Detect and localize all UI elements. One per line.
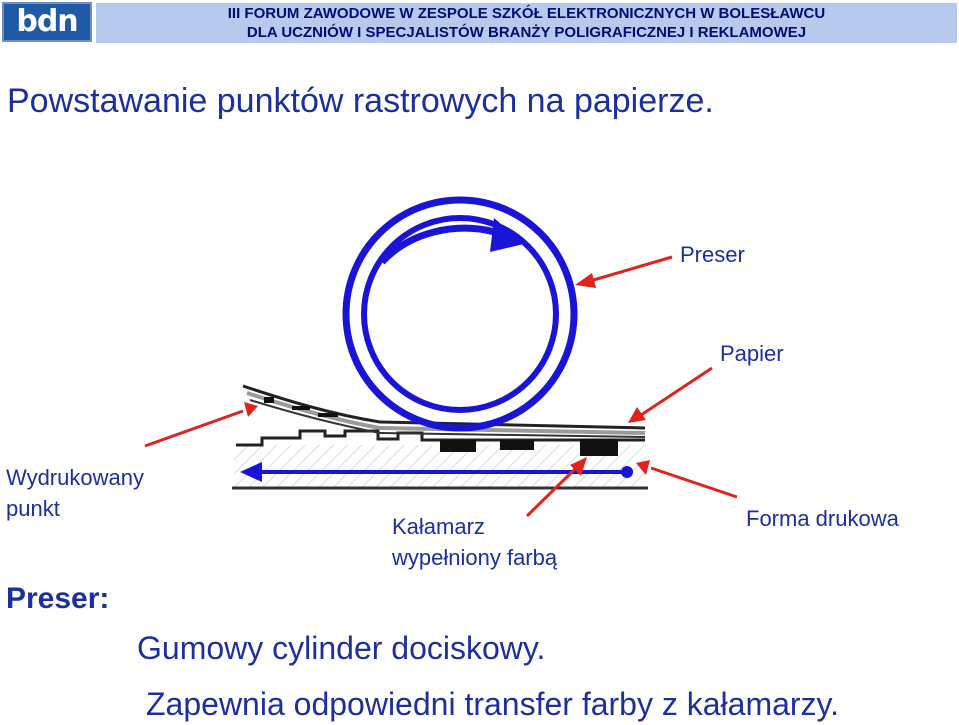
description-line-1: Gumowy cylinder dociskowy. <box>137 630 546 666</box>
cylinder-inner-ring <box>361 215 559 413</box>
inkwell-arrowhead <box>240 462 262 482</box>
inkwell-channel <box>240 462 633 482</box>
ink-cell <box>580 439 618 456</box>
pointer-arrows <box>144 255 738 518</box>
printing-form <box>232 429 648 490</box>
arrow-printed-dot <box>144 402 258 448</box>
label-inkwell-line-1: Kałamarz <box>392 514 485 539</box>
paper-bottom-edge <box>249 399 646 438</box>
rotation-arrow-icon <box>490 218 524 252</box>
description-line-2: Zapewnia odpowiedni transfer farby z kał… <box>146 686 840 722</box>
label-preser: Preser <box>680 242 745 267</box>
arrow-inkwell <box>525 457 587 518</box>
label-inkwell-line-2: wypełniony farbą <box>392 545 558 570</box>
arrow-preser <box>575 255 673 288</box>
rotation-arc <box>379 224 496 265</box>
paper-sheet <box>242 384 646 438</box>
header-line-1: III FORUM ZAWODOWE W ZESPOLE SZKÓŁ ELEKT… <box>227 5 826 22</box>
label-printing-form: Forma drukowa <box>746 506 899 531</box>
header-banner: III FORUM ZAWODOWE W ZESPOLE SZKÓŁ ELEKT… <box>96 3 957 43</box>
description-term: Preser: <box>6 582 110 615</box>
label-papier: Papier <box>720 341 784 366</box>
logo-text: bdn <box>16 4 78 39</box>
printed-dot-mark <box>264 397 274 403</box>
label-printed-dot-line-1: Wydrukowany <box>6 465 144 490</box>
paper-top-edge <box>242 384 646 430</box>
header-line-2: DLA UCZNIÓW I SPECJALISTÓW BRANŻY POLIGR… <box>246 24 807 41</box>
cylinder-outer-ring <box>342 196 578 432</box>
header: bdn III FORUM ZAWODOWE W ZESPOLE SZKÓŁ E… <box>0 0 959 46</box>
label-printed-dot-line-2: punkt <box>6 496 60 521</box>
bdn-logo: bdn <box>2 2 92 42</box>
arrow-printing-form <box>636 460 738 499</box>
slide-title: Powstawanie punktów rastrowych na papier… <box>7 82 714 120</box>
printed-dot-mark <box>292 406 310 410</box>
ink-cell <box>440 440 476 452</box>
arrow-papier <box>628 366 713 423</box>
printed-dot-mark <box>318 413 338 417</box>
impression-cylinder <box>342 196 578 432</box>
ink-cell <box>500 440 534 450</box>
inkwell-end-dot <box>621 466 633 478</box>
